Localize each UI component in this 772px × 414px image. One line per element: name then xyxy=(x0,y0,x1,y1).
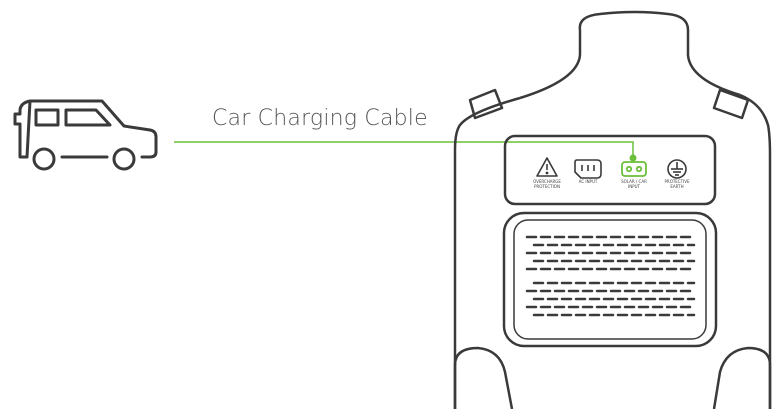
top-handle xyxy=(578,10,741,97)
power-station xyxy=(453,10,772,410)
port-label-ac-input: AC INPUT xyxy=(578,179,598,184)
warning-icon xyxy=(536,157,558,177)
main-body xyxy=(453,96,521,409)
car-charging-cable xyxy=(174,141,634,158)
strap-right xyxy=(712,88,750,120)
car-icon xyxy=(13,99,158,171)
vent-slots xyxy=(525,235,696,317)
foot-left xyxy=(453,346,514,410)
ground-icon xyxy=(667,159,687,179)
cable-connector-dot xyxy=(629,154,637,162)
port-label-protective-earth: PROTECTIVE EARTH xyxy=(664,179,690,189)
strap-left xyxy=(468,88,504,120)
port-label-solar-car-input: SOLAR / CAR INPUT xyxy=(621,179,647,189)
ac-socket-icon xyxy=(574,159,602,179)
dc-port-icon xyxy=(621,161,647,177)
port-panel xyxy=(503,134,717,206)
foot-right xyxy=(712,346,772,410)
vent-grille xyxy=(502,211,718,348)
port-label-overcharge-protection: OVERCHARGE PROTECTION xyxy=(533,179,561,189)
cable-label: Car Charging Cable xyxy=(212,106,428,131)
